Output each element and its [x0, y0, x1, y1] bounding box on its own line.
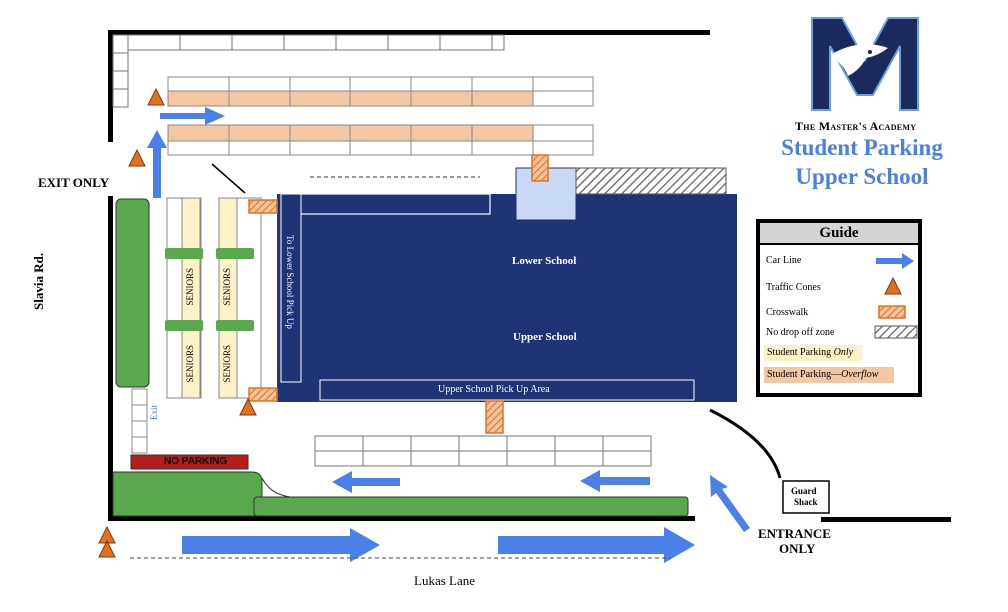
guide-heading: Guide [760, 223, 918, 245]
bottom-grass [112, 471, 689, 517]
logo-caption: The Master's Academy [795, 119, 917, 133]
school-building [277, 167, 737, 402]
overflow-parking-rows [167, 76, 594, 156]
senior-parking [165, 197, 262, 399]
guard-shack [782, 480, 830, 514]
arrow-icon [160, 107, 225, 125]
cone-icon [98, 539, 116, 558]
crosswalk-icon [485, 400, 504, 434]
bottom-parking-rows [314, 435, 652, 467]
guide-student-overflow: Student Parking—Overflow [764, 367, 894, 383]
arrow-icon [876, 253, 914, 269]
no-parking-strip [130, 454, 249, 470]
arrow-icon [332, 471, 400, 493]
exit-stalls [131, 388, 148, 454]
diagonal-line [211, 163, 246, 194]
seniors-label: SENIORS [185, 345, 195, 383]
car-line-arrows [147, 107, 750, 563]
cone-icon [884, 277, 902, 295]
entrance-only-label-2: ONLY [779, 541, 816, 556]
left-grass [115, 198, 150, 388]
top-parking-row [112, 34, 505, 108]
arrow-icon [147, 130, 167, 198]
arrow-icon [498, 527, 695, 563]
lower-school-label: Lower School [512, 255, 577, 267]
exit-label: Exit [149, 405, 159, 420]
cone-icon [239, 397, 257, 416]
crosswalk-icon [248, 199, 278, 214]
page-title-line2: Upper School [795, 164, 929, 189]
guide-item-car-line: Car Line [766, 255, 802, 266]
cone-icon [147, 87, 165, 106]
crosswalks [248, 154, 549, 434]
perimeter-lines [108, 30, 951, 522]
exit-only-label: EXIT ONLY [38, 175, 110, 190]
upper-school-label: Upper School [513, 331, 577, 343]
crosswalk-icon [531, 154, 549, 182]
road-label-slavia: Slavia Rd. [31, 252, 46, 310]
arrow-icon [182, 528, 380, 562]
arrow-icon [710, 475, 750, 532]
hatched-zone-icon [874, 325, 918, 339]
crosswalk-icon [248, 387, 278, 402]
academy-logo [811, 17, 919, 111]
guide-item-crosswalk: Crosswalk [766, 307, 809, 318]
guide-item-traffic-cones: Traffic Cones [766, 282, 821, 293]
seniors-label: SENIORS [185, 268, 195, 306]
guard-shack-label-2: Shack [794, 497, 818, 507]
entrance-curb [709, 408, 782, 479]
crosswalk-icon [878, 305, 906, 319]
cone-icon [128, 148, 146, 167]
arrow-icon [580, 470, 650, 492]
guide-legend: Guide Car Line Traffic Cones Crosswalk N… [756, 219, 922, 397]
no-parking-label: NO PARKING [164, 456, 228, 467]
road-label-lukas: Lukas Lane [414, 573, 476, 588]
entrance-only-label: ENTRANCE [758, 526, 831, 541]
guide-student-only: Student Parking Only [764, 345, 862, 361]
to-lower-pickup-label: To Lower School Pick Up [285, 235, 295, 329]
seniors-label: SENIORS [222, 268, 232, 306]
seniors-label: SENIORS [222, 345, 232, 383]
page-title-line1: Student Parking [781, 135, 943, 160]
guard-shack-label: Guard [791, 486, 817, 496]
guide-item-no-drop-off: No drop off zone [766, 327, 835, 338]
pickup-area-label: Upper School Pick Up Area [438, 384, 550, 395]
traffic-cones [98, 87, 257, 558]
